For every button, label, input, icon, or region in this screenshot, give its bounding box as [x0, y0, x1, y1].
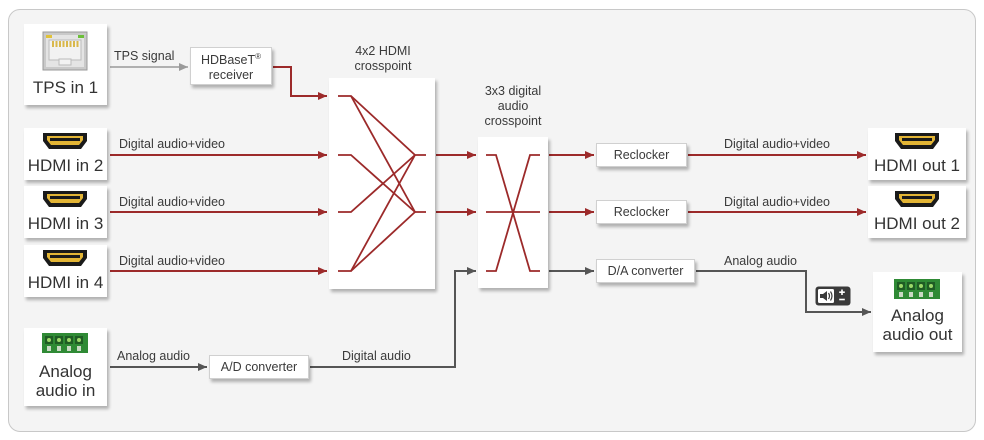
- label-digital-av-in2: Digital audio+video: [119, 137, 225, 151]
- title-audio-crosspoint: 3x3 digital audio crosspoint: [468, 84, 558, 129]
- port-analog-audio-in: Analog audio in: [24, 328, 107, 406]
- line-ad-to-audio-xp: [310, 267, 476, 368]
- volume-balance-icon: [815, 286, 851, 306]
- port-analog-audio-out: Analog audio out: [873, 272, 962, 352]
- block-ad-converter: A/D converter: [209, 355, 309, 379]
- rj45-port-icon: [42, 31, 88, 71]
- phoenix-terminal-icon: [42, 333, 88, 353]
- port-label: HDMI out 2: [874, 214, 960, 233]
- block-audio-crosspoint: [478, 137, 548, 288]
- block-reclocker-1: Reclocker: [596, 143, 687, 167]
- port-label-line2: audio out: [882, 325, 953, 344]
- line-da-to-analog-out: [696, 270, 871, 316]
- block-label-line2: receiver: [208, 68, 254, 83]
- line-hdbaset-to-crosspoint: [273, 66, 327, 100]
- port-hdmi-out-2: HDMI out 2: [868, 186, 966, 238]
- port-label-line1: Analog: [891, 306, 944, 325]
- block-hdmi-crosspoint: [329, 78, 435, 289]
- block-hdbaset-receiver: HDBaseT® receiver: [190, 47, 272, 85]
- hdmi-port-icon: [43, 250, 87, 266]
- label-analog-audio-in: Analog audio: [117, 349, 190, 363]
- label-tps-signal: TPS signal: [114, 49, 175, 63]
- hdmi-port-icon: [895, 191, 939, 207]
- label-digital-av-in3: Digital audio+video: [119, 195, 225, 209]
- label-digital-av-out2: Digital audio+video: [724, 195, 830, 209]
- label-analog-audio-out: Analog audio: [724, 254, 797, 268]
- hdmi-port-icon: [895, 133, 939, 149]
- port-hdmi-out-1: HDMI out 1: [868, 128, 966, 180]
- port-label-line2: audio in: [35, 381, 96, 400]
- port-label-line1: Analog: [39, 362, 92, 381]
- block-da-converter: D/A converter: [596, 259, 695, 283]
- hdmi-port-icon: [43, 191, 87, 207]
- port-hdmi-in-4: HDMI in 4: [24, 245, 107, 297]
- label-digital-audio: Digital audio: [342, 349, 411, 363]
- title-hdmi-crosspoint: 4x2 HDMI crosspoint: [340, 44, 426, 74]
- block-reclocker-2: Reclocker: [596, 200, 687, 224]
- port-label: HDMI in 3: [27, 214, 104, 233]
- port-label: TPS in 1: [32, 78, 99, 97]
- port-label: HDMI in 4: [27, 273, 104, 292]
- title-line2: crosspoint: [354, 59, 412, 73]
- registered-mark: ®: [255, 51, 262, 61]
- port-hdmi-in-3: HDMI in 3: [24, 186, 107, 238]
- port-label: HDMI in 2: [27, 156, 104, 175]
- block-label-line1: HDBaseT: [200, 53, 256, 68]
- title-line2: audio: [497, 99, 529, 113]
- crosspoint-matrix-lines: [486, 154, 540, 272]
- phoenix-terminal-icon: [894, 279, 940, 299]
- label-digital-av-out1: Digital audio+video: [724, 137, 830, 151]
- title-line1: 3x3 digital: [484, 84, 542, 98]
- port-tps-in-1: TPS in 1: [24, 24, 107, 105]
- port-hdmi-in-2: HDMI in 2: [24, 128, 107, 180]
- port-label: HDMI out 1: [874, 156, 960, 175]
- title-line1: 4x2 HDMI: [355, 44, 411, 58]
- title-line3: crosspoint: [484, 114, 542, 128]
- label-digital-av-in4: Digital audio+video: [119, 254, 225, 268]
- hdmi-port-icon: [43, 133, 87, 149]
- crosspoint-matrix-lines: [338, 95, 426, 272]
